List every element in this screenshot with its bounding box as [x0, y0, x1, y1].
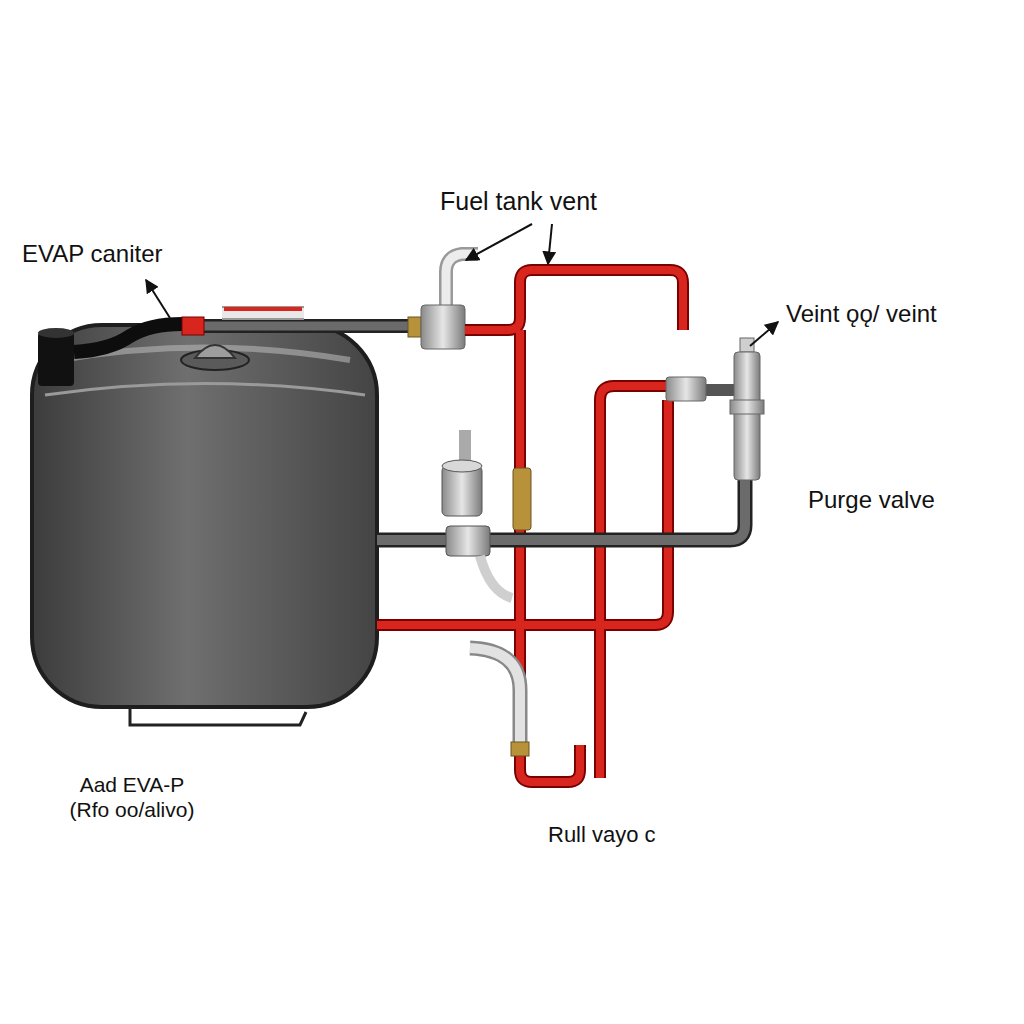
valve-body: [442, 466, 482, 516]
filler-cap: [195, 345, 235, 358]
gray-pipe: [377, 480, 745, 540]
white-hose: [222, 308, 304, 318]
red-hose: [224, 307, 302, 311]
white-hose: [480, 556, 512, 598]
valve-body: [442, 460, 482, 472]
red-pipe: [377, 270, 683, 782]
white-hose: [222, 306, 304, 320]
part-label: Veint ǫǫ/ veint: [786, 300, 937, 329]
purge-valve: [734, 352, 760, 480]
white-hose: [446, 254, 478, 306]
red-clamp: [182, 317, 204, 335]
fuel-tank: [32, 325, 377, 707]
brass-fitting: [513, 468, 531, 530]
silver-pipe: [470, 648, 520, 742]
vent-fitting: [421, 305, 465, 349]
gray-pipe: [182, 322, 425, 331]
gray-pipe: [377, 480, 745, 540]
evap-canister: [38, 328, 74, 338]
silver-pipe: [470, 648, 520, 742]
purge-valve: [730, 400, 764, 414]
part-label: Purge valve: [808, 486, 935, 515]
label-holder: EVAP caniter: [22, 240, 163, 269]
pipe-junction: [446, 526, 490, 556]
brass-nut: [511, 742, 529, 756]
pipe-fitting: [666, 377, 706, 401]
leader-arrow: [146, 224, 778, 346]
red-pipe-outline: [377, 270, 683, 782]
tank-seam: [45, 384, 365, 396]
evap-canister: [38, 332, 74, 386]
label-holder: Aad EVA-P (Rfo oo/alivo): [62, 772, 202, 822]
black-hose: [74, 324, 182, 352]
gray-pipe: [705, 384, 735, 396]
part-label: Rull vayo c: [548, 822, 656, 848]
part-label: Fuel tank vent: [440, 186, 597, 216]
label-holder: Purge valve: [808, 486, 935, 515]
tank-strap: [130, 707, 306, 725]
part-label: EVAP caniter: [22, 240, 163, 269]
white-hose: [446, 254, 478, 306]
gray-pipe: [182, 319, 425, 333]
brass-nut: [408, 317, 421, 337]
label-holder: Rull vayo c: [548, 822, 656, 848]
label-holder: Fuel tank vent: [440, 186, 597, 216]
part-label: Aad EVA-P (Rfo oo/alivo): [62, 772, 202, 822]
label-holder: Veint ǫǫ/ veint: [786, 300, 937, 329]
